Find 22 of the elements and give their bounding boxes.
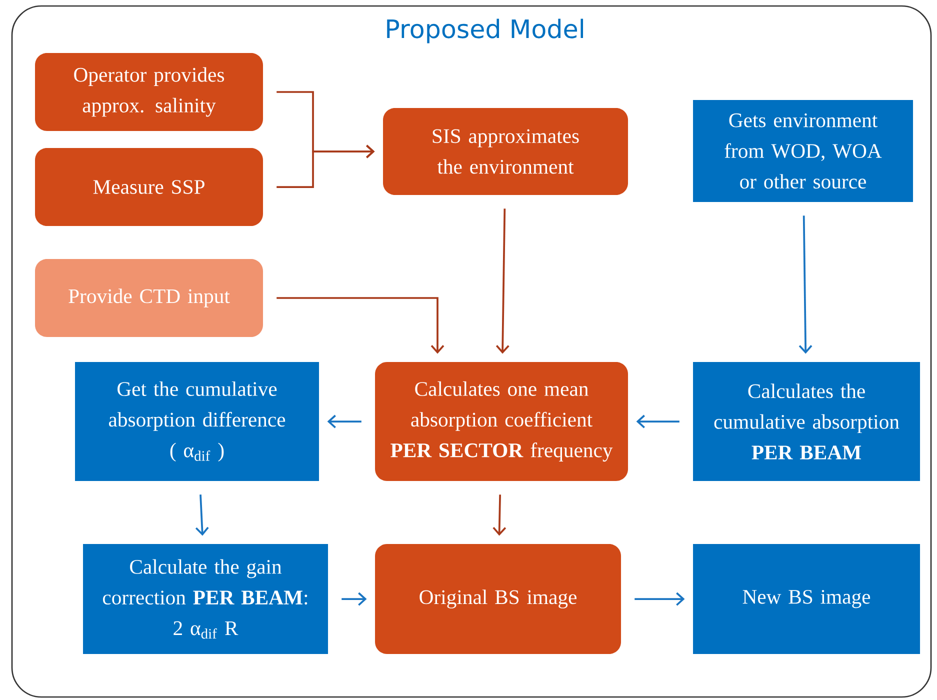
- arrow: [798, 216, 812, 354]
- arrow: [492, 494, 506, 536]
- arrow: [195, 494, 209, 536]
- arrow: [327, 414, 362, 428]
- arrow: [276, 144, 375, 188]
- title: Proposed Model: [387, 18, 584, 44]
- arrow: [634, 592, 685, 606]
- arrow: [276, 297, 444, 354]
- arrow: [342, 592, 367, 606]
- process-box: Get the cumulative absorption difference ( α$_{dif}$ ): [75, 362, 319, 481]
- process-box: SIS approximates the environment: [383, 108, 628, 195]
- arrow: [636, 414, 680, 428]
- process-box: Calculates the cumulative absorption PER BEAM: [693, 362, 920, 481]
- process-box: Original BS image: [375, 544, 621, 654]
- process-box: New BS image: [693, 544, 920, 654]
- arrow: [496, 208, 510, 354]
- process-box: Calculates one mean absorption coefficient PER SECTOR frequency: [375, 362, 628, 481]
- process-box: Calculate the gain correction PER BEAM: 2 α$_{dif}$ R: [83, 544, 328, 654]
- process-box: Gets environment from WOD, WOA or other source: [693, 100, 913, 202]
- process-box: Measure SSP: [35, 148, 263, 226]
- input-box: Provide CTD input: [35, 259, 263, 337]
- process-box: Operator provides approx. salinity: [35, 53, 263, 131]
